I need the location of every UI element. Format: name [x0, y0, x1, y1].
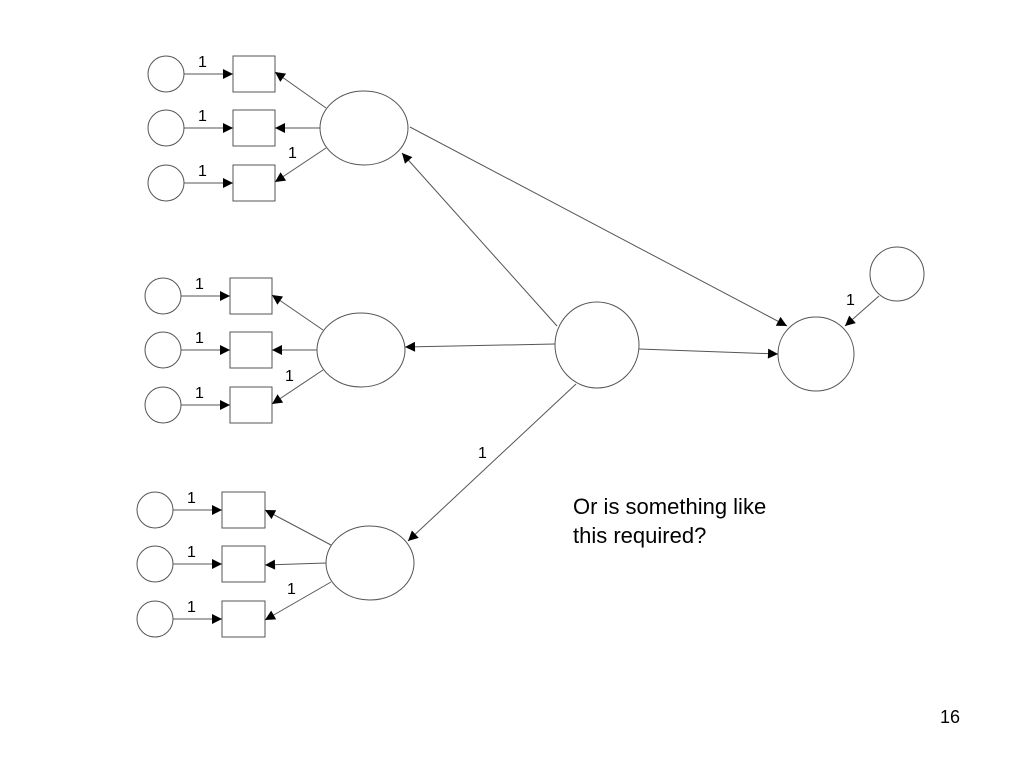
page-number: 16 [939, 707, 961, 727]
loading-arrow-1c [274, 147, 327, 183]
loading-label-2: 1 [285, 368, 294, 385]
indicator-box-1c [232, 164, 276, 202]
indicator-box-2b [229, 331, 273, 369]
latent-1-to-outcome-arrow [409, 126, 788, 327]
path-label-2b: 1 [195, 330, 204, 347]
indicator-box-3c [221, 600, 266, 638]
indicator-box-1a [232, 55, 276, 93]
indicator-box-2c [229, 386, 273, 424]
loading-arrow-2a [271, 294, 324, 331]
loading-arrow-1a [274, 71, 327, 109]
latent-ellipse-1 [319, 90, 409, 166]
disturbance-path-label: 1 [846, 292, 855, 309]
loading-arrow-3c [264, 581, 332, 621]
loading-label-3: 1 [287, 581, 296, 598]
central-to-latent-2-arrow [404, 341, 556, 352]
indicator-box-3b [221, 545, 266, 583]
indicator-box-2a [229, 277, 273, 315]
disturbance-circle [869, 246, 925, 302]
path-label-1b: 1 [198, 108, 207, 125]
central-path-label: 1 [478, 445, 487, 462]
caption-line-1: Or is something like [573, 494, 767, 519]
indicator-box-3a [221, 491, 266, 529]
disturbance-arrow [844, 295, 880, 327]
error-circle-3a [136, 491, 174, 529]
path-label-2c: 1 [195, 385, 204, 402]
central-to-latent-1-arrow [401, 152, 558, 327]
error-circle-1c [147, 164, 185, 202]
central-to-outcome-arrow [638, 348, 779, 359]
central-to-latent-3-arrow [407, 383, 577, 542]
caption-line-2: this required? [573, 523, 707, 548]
loading-arrow-2c [271, 369, 324, 405]
path-label-1a: 1 [198, 54, 207, 71]
error-circle-1b [147, 109, 185, 147]
loading-arrow-3b [264, 559, 327, 570]
error-circle-3c [136, 600, 174, 638]
error-circle-2b [144, 331, 182, 369]
error-circle-2a [144, 277, 182, 315]
error-circle-2c [144, 386, 182, 424]
error-circle-1a [147, 55, 185, 93]
loading-arrow-3a [264, 509, 332, 546]
path-label-2a: 1 [195, 276, 204, 293]
path-label-3a: 1 [187, 490, 196, 507]
outcome-latent-ellipse [777, 316, 855, 392]
path-label-1c: 1 [198, 163, 207, 180]
loading-label-1: 1 [288, 145, 297, 162]
error-circle-3b [136, 545, 174, 583]
central-latent-ellipse [554, 301, 640, 389]
slide-caption: Or is something like this required? [573, 492, 833, 550]
path-label-3b: 1 [187, 544, 196, 561]
latent-ellipse-3 [325, 525, 415, 601]
path-label-3c: 1 [187, 599, 196, 616]
indicator-box-1b [232, 109, 276, 147]
latent-ellipse-2 [316, 312, 406, 388]
